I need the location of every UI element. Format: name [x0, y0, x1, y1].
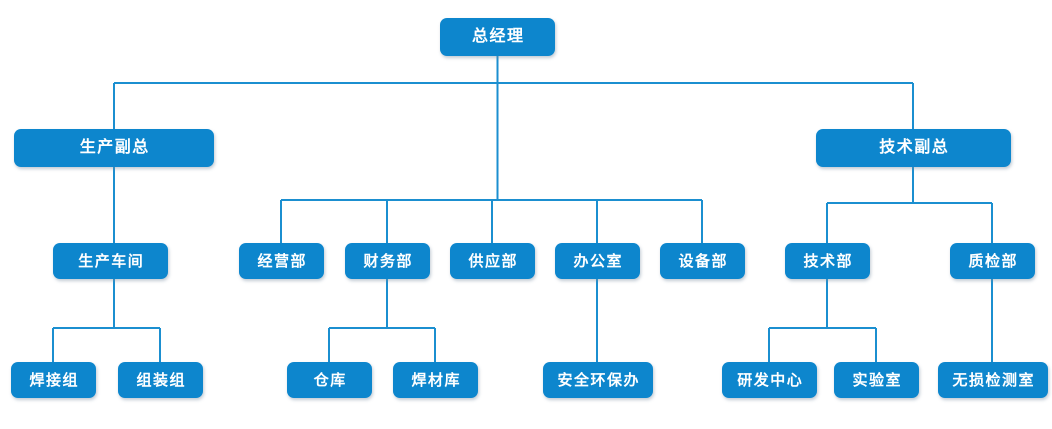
org-node-weld_store[interactable]: 焊材库 — [393, 362, 478, 398]
org-node-label: 设备部 — [678, 252, 728, 270]
org-node-grp_weld[interactable]: 焊接组 — [11, 362, 96, 398]
org-node-label: 财务部 — [363, 252, 413, 270]
org-node-label: 组装组 — [136, 371, 186, 389]
org-node-label: 生产车间 — [78, 252, 145, 270]
org-node-vp_tech[interactable]: 技术副总 — [816, 129, 1011, 167]
org-node-label: 总经理 — [471, 28, 525, 45]
org-node-label: 供应部 — [468, 252, 518, 270]
org-node-grp_asm[interactable]: 组装组 — [118, 362, 203, 398]
org-node-warehouse[interactable]: 仓库 — [287, 362, 372, 398]
org-node-label: 焊材库 — [411, 371, 461, 389]
org-node-label: 研发中心 — [737, 371, 804, 389]
org-node-label: 技术副总 — [879, 139, 950, 156]
org-node-vp_prod[interactable]: 生产副总 — [14, 129, 214, 167]
org-node-safety[interactable]: 安全环保办 — [543, 362, 653, 398]
org-node-rnd[interactable]: 研发中心 — [722, 362, 817, 398]
org-node-label: 技术部 — [803, 252, 853, 270]
org-node-ndt[interactable]: 无损检测室 — [938, 362, 1048, 398]
org-node-label: 安全环保办 — [557, 371, 640, 389]
org-node-label: 实验室 — [852, 371, 902, 389]
org-node-lab[interactable]: 实验室 — [834, 362, 919, 398]
org-node-dep_off[interactable]: 办公室 — [555, 243, 640, 279]
org-node-label: 办公室 — [573, 252, 623, 270]
org-node-label: 仓库 — [313, 371, 347, 389]
org-node-label: 经营部 — [257, 252, 307, 270]
org-node-label: 生产副总 — [79, 139, 150, 156]
org-node-gm[interactable]: 总经理 — [440, 18, 555, 56]
org-node-label: 焊接组 — [29, 371, 79, 389]
org-node-dep_fin[interactable]: 财务部 — [345, 243, 430, 279]
org-node-dep_oper[interactable]: 经营部 — [239, 243, 324, 279]
org-node-dep_equip[interactable]: 设备部 — [660, 243, 745, 279]
org-node-label: 质检部 — [968, 252, 1018, 270]
org-node-workshop[interactable]: 生产车间 — [53, 243, 168, 279]
org-node-dep_qc[interactable]: 质检部 — [950, 243, 1035, 279]
org-node-dep_supp[interactable]: 供应部 — [450, 243, 535, 279]
org-node-dep_tech[interactable]: 技术部 — [785, 243, 870, 279]
org-node-label: 无损检测室 — [952, 371, 1035, 389]
